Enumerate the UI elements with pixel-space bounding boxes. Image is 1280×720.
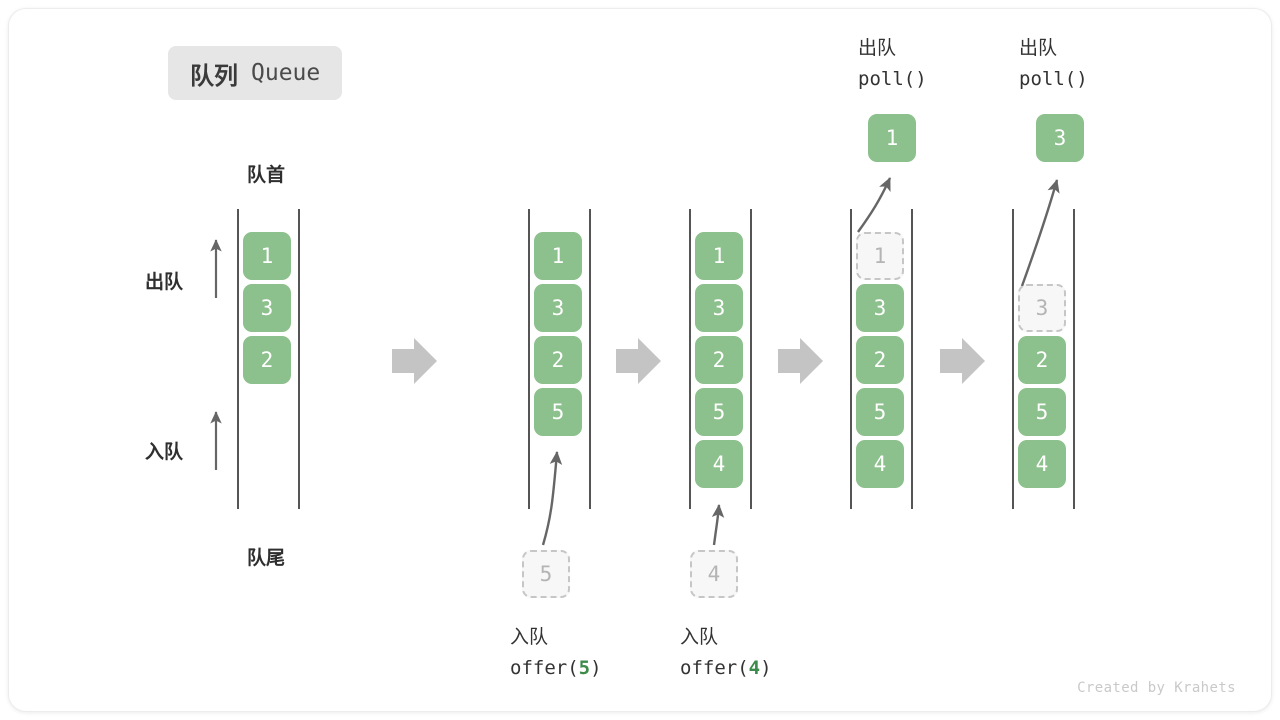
queue-item: 2: [534, 336, 582, 384]
rail-left: [850, 209, 852, 509]
op-code-suffix: ): [760, 657, 772, 679]
title-cn: 队列: [190, 62, 238, 90]
queue-item-new: 4: [695, 440, 743, 488]
queue-item: 3: [695, 284, 743, 332]
op-label-cn: 出队: [858, 38, 897, 59]
queue-item: 2: [1018, 336, 1066, 384]
op-label-code: offer(4): [680, 657, 772, 679]
queue-item: 1: [243, 232, 291, 280]
title-badge: 队列 Queue: [168, 46, 343, 100]
op-label-code: offer(5): [510, 657, 602, 679]
queue-item: 4: [856, 440, 904, 488]
rail-right: [1073, 209, 1075, 509]
polled-result-box: 1: [868, 114, 916, 162]
dequeue-side-label: 出队: [145, 272, 184, 293]
queue-item: 2: [856, 336, 904, 384]
diagram-card: [8, 8, 1272, 712]
rail-right: [589, 209, 591, 509]
op-label-cn: 入队: [680, 627, 719, 648]
rail-left: [1012, 209, 1014, 509]
queue-item-new: 5: [534, 388, 582, 436]
ghost-box-removed: 3: [1018, 284, 1066, 332]
op-code-prefix: offer(: [680, 657, 749, 679]
op-code-prefix: offer(: [510, 657, 579, 679]
queue-item: 2: [695, 336, 743, 384]
queue-item: 3: [243, 284, 291, 332]
ghost-box-incoming: 5: [522, 550, 570, 598]
op-label-code: poll(): [858, 68, 927, 90]
title-en: Queue: [251, 60, 321, 86]
queue-item: 2: [243, 336, 291, 384]
rail-right: [298, 209, 300, 509]
queue-item: 1: [695, 232, 743, 280]
queue-tail-label: 队尾: [246, 548, 286, 569]
queue-item: 5: [695, 388, 743, 436]
ghost-box-removed: 1: [856, 232, 904, 280]
enqueue-side-label: 入队: [145, 442, 184, 463]
op-label-code: poll(): [1019, 68, 1088, 90]
polled-result-box: 3: [1036, 114, 1084, 162]
op-code-value: 5: [578, 657, 591, 679]
rail-left: [237, 209, 239, 509]
queue-item: 3: [534, 284, 582, 332]
rail-right: [911, 209, 913, 509]
op-label-cn: 入队: [510, 627, 549, 648]
queue-item: 5: [856, 388, 904, 436]
queue-item: 1: [534, 232, 582, 280]
op-label-cn: 出队: [1019, 38, 1058, 59]
op-code-value: 4: [748, 657, 761, 679]
rail-left: [528, 209, 530, 509]
queue-item: 3: [856, 284, 904, 332]
queue-item: 5: [1018, 388, 1066, 436]
rail-right: [750, 209, 752, 509]
ghost-box-incoming: 4: [690, 550, 738, 598]
rail-left: [689, 209, 691, 509]
op-code-suffix: ): [590, 657, 602, 679]
queue-head-label: 队首: [246, 165, 286, 186]
queue-item: 4: [1018, 440, 1066, 488]
credit-footer: Created by Krahets: [1077, 680, 1236, 696]
